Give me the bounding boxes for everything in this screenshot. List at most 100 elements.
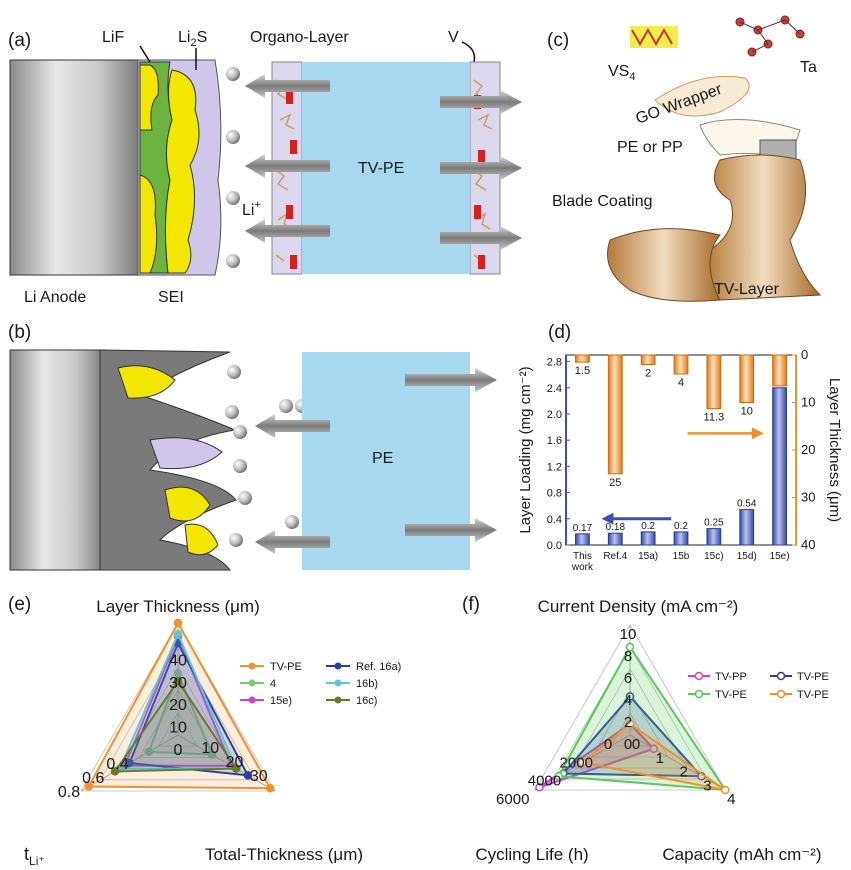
y2-tick-label: 10 xyxy=(801,395,815,410)
panel-c-label: (c) xyxy=(547,30,569,51)
y-tick-label: 2.4 xyxy=(547,383,562,395)
radar-tick-label: 0 xyxy=(174,742,183,759)
li-ion-label: Li+ xyxy=(242,199,261,219)
loading-bar xyxy=(739,509,755,546)
v-label: V xyxy=(448,29,459,46)
radar-tick-label: 8 xyxy=(624,648,632,665)
panel-a-label: (a) xyxy=(8,30,31,51)
radar-tick-label: 40 xyxy=(169,652,187,669)
li2s-region-2 xyxy=(164,69,200,274)
radar-series-16c) xyxy=(113,679,239,773)
radar-point xyxy=(625,642,635,652)
tv-pe-label: TV-PE xyxy=(358,160,404,177)
radar-point xyxy=(554,772,563,781)
li2s-fragment xyxy=(164,486,211,522)
legend-label: TV-PE xyxy=(270,661,302,673)
loading-bar xyxy=(673,531,689,546)
legend-label: 15e) xyxy=(270,695,292,707)
axis-title-tli: tLi⁺ xyxy=(24,844,45,868)
radar-tick-label: 1 xyxy=(656,750,664,767)
sei-label: SEI xyxy=(158,289,184,306)
tv-layer-fold xyxy=(607,228,721,302)
radar-grid xyxy=(572,668,688,769)
radar-point xyxy=(535,783,544,792)
y2-axis-title: Layer Thickness (μm) xyxy=(826,378,843,522)
li-ion-ball xyxy=(226,254,240,268)
radar-point xyxy=(207,750,217,759)
li-anode-block-b xyxy=(9,349,106,571)
radar-grid xyxy=(99,644,257,781)
legend-marker xyxy=(776,689,786,699)
radar-tick-label: 3 xyxy=(703,777,711,794)
thickness-value-label: 1.5 xyxy=(575,365,590,377)
radar-tick-label: 10 xyxy=(620,626,637,643)
radar-grid xyxy=(553,646,707,780)
ion-flux-arrows-a xyxy=(245,74,522,250)
loading-bar xyxy=(607,532,623,546)
y-axis-title: Layer Loading (mg cm⁻²) xyxy=(517,366,534,533)
thickness-value-label: 11.3 xyxy=(704,412,725,424)
pe-label: PE xyxy=(372,450,393,467)
axis-title-layer-thickness: Layer Thickness (μm) xyxy=(96,597,259,616)
radar-tick-label: 2 xyxy=(679,764,687,781)
y2-tick-label: 40 xyxy=(801,537,815,552)
panel-b-label: (b) xyxy=(8,322,31,343)
li-anode-label: Li Anode xyxy=(24,289,86,306)
radar-tick-label: 30 xyxy=(250,768,268,785)
thickness-bar xyxy=(607,354,623,475)
category-label: 15e) xyxy=(770,551,790,562)
y-tick-label: 2.8 xyxy=(547,357,562,369)
ta-molecule xyxy=(735,15,805,57)
loading-value-label: 0.17 xyxy=(573,523,593,534)
legend-marker xyxy=(248,696,256,704)
radar-tick-label: 6000 xyxy=(496,791,529,808)
loading-value-label: 0.25 xyxy=(704,518,724,529)
category-label: This xyxy=(573,551,592,562)
legend-marker xyxy=(334,696,342,704)
radar-tick-label: 0 xyxy=(604,736,612,753)
y2-tick-label: 0 xyxy=(801,347,808,362)
radar-point xyxy=(243,771,253,780)
category-label: Ref.4 xyxy=(603,551,627,562)
radar-tick-label: 0 xyxy=(632,736,640,753)
radar-tick-label: 0 xyxy=(624,736,632,753)
radar-point xyxy=(173,629,183,639)
ta-label: Ta xyxy=(800,59,817,76)
thickness-bar xyxy=(739,354,755,403)
thickness-value-label: 25 xyxy=(609,477,621,489)
thickness-bar xyxy=(772,354,787,387)
radar-point xyxy=(265,783,275,793)
y-tick-label: 1.2 xyxy=(547,461,562,473)
loading-value-label: 0.2 xyxy=(641,521,655,532)
loading-bar xyxy=(575,533,590,546)
radar-tick-label: 4000 xyxy=(528,773,561,790)
li2s-fragment xyxy=(184,523,219,556)
li-ion-balls-b xyxy=(225,365,309,547)
loading-bar xyxy=(706,528,722,546)
legend-label: 16b) xyxy=(356,678,378,690)
loading-value-label: 0.18 xyxy=(606,522,626,533)
tv-layer-label: TV-Layer xyxy=(714,281,780,298)
legend-marker xyxy=(248,679,256,687)
legend-marker xyxy=(334,679,342,687)
radar-point xyxy=(721,785,730,795)
radar-spoke xyxy=(177,734,276,792)
radar-point xyxy=(173,618,183,628)
panel-e-label: (e) xyxy=(8,594,31,615)
radar-series-TV-PE xyxy=(580,722,726,791)
panel-b: (b) PE xyxy=(8,322,497,571)
li-ion-ball xyxy=(226,191,240,205)
radar-series-4 xyxy=(147,670,214,756)
axis-title-total-thickness: Total-Thickness (μm) xyxy=(205,845,363,864)
category-label: 15a) xyxy=(638,551,658,562)
panel-a: (a) LiF Li2S Li+ Li Anode SEI Organo-Lay… xyxy=(8,29,522,306)
loading-arrow-head xyxy=(601,512,614,525)
thickness-value-label: 2 xyxy=(645,368,651,380)
legend-label: TV-PE xyxy=(797,689,829,701)
li2s-fragment xyxy=(117,365,176,399)
pe-pp-label: PE or PP xyxy=(617,139,683,156)
panel-d-label: (d) xyxy=(548,322,571,343)
